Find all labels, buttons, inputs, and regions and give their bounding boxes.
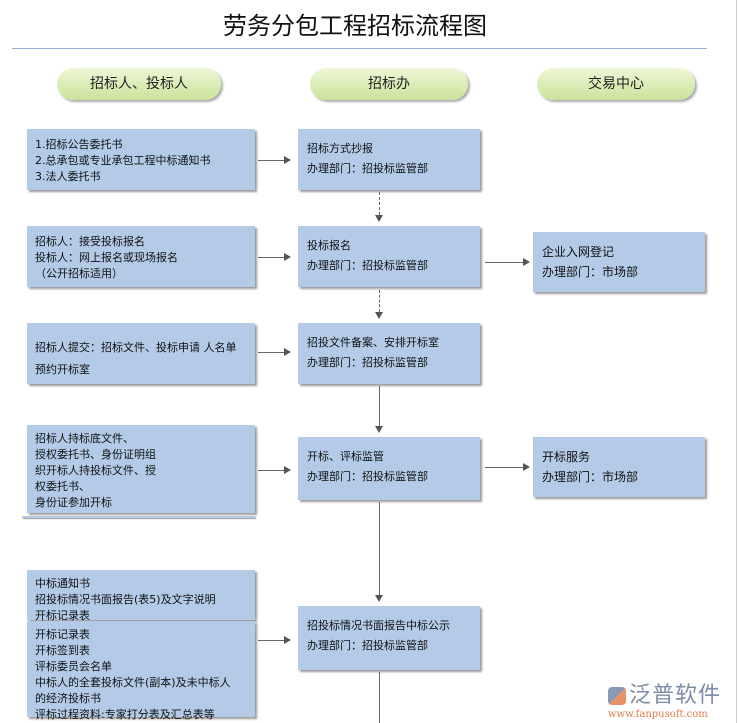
- left-step-line: 开标记录表: [35, 628, 90, 641]
- left-step-box: 招标人持标底文件、授权委托书、身份证明组织开标人持投标文件、授权委托书、身份证参…: [27, 425, 255, 513]
- arrow-right-icon: [284, 348, 291, 356]
- connector-line: [379, 192, 380, 215]
- step-department: 办理部门：招投标监管部: [307, 470, 428, 483]
- arrow-down-icon: [375, 312, 383, 319]
- arrow-right-icon: [284, 156, 291, 164]
- connector-line: [379, 502, 380, 595]
- page-title: 劳务分包工程招标流程图: [223, 12, 487, 40]
- step-department: 办理部门：招投标监管部: [307, 162, 428, 175]
- left-step-line: 的经济投标书: [35, 692, 101, 705]
- left-step-line: 授权委托书、身份证明组: [35, 448, 156, 461]
- left-step-box: 开标记录表开标签到表评标委员会名单中标人的全套投标文件(副本)及未中标人的经济投…: [27, 621, 255, 721]
- step-department: 办理部门：招投标监管部: [307, 259, 428, 272]
- bid-office-step-box: 投标报名办理部门：招投标监管部: [298, 226, 480, 287]
- left-step-line: 3.法人委托书: [35, 170, 101, 183]
- left-step-divider: [22, 516, 255, 518]
- connector-line: [258, 257, 284, 258]
- left-step-line: 2.总承包或专业承包工程中标通知书: [35, 154, 211, 167]
- arrow-down-icon: [375, 215, 383, 222]
- arrow-down-icon: [375, 426, 383, 433]
- connector-line: [258, 470, 284, 471]
- logo-name: 泛普软件: [629, 683, 722, 708]
- left-step-line: 身份证参加开标: [35, 496, 112, 509]
- connector-line: [485, 262, 523, 263]
- connector-line: [379, 672, 380, 723]
- step-name: 开标服务: [542, 450, 591, 464]
- trading-center-step-box: 开标服务办理部门：市场部: [533, 437, 705, 497]
- step-department: 办理部门：市场部: [542, 470, 639, 484]
- title-divider: [12, 48, 707, 49]
- left-step-line: 评标过程资料:专家打分表及汇总表等: [35, 708, 215, 721]
- connector-line: [485, 467, 523, 468]
- connector-line: [379, 290, 380, 312]
- left-step-line: 投标人：网上报名或现场报名: [35, 251, 178, 264]
- left-step-line: 开标签到表: [35, 644, 90, 657]
- connector-line: [258, 352, 284, 353]
- left-step-line: 招投标情况书面报告(表5)及文字说明: [35, 593, 216, 606]
- bid-office-step-box: 招投文件备案、安排开标室办理部门：招投标监管部: [298, 323, 480, 384]
- arrow-right-icon: [523, 258, 530, 266]
- left-step-line: 招标人提交：招标文件、投标申请 人名单: [35, 341, 237, 354]
- left-step-line: 权委托书、: [35, 480, 90, 493]
- step-department: 办理部门：招投标监管部: [307, 356, 428, 369]
- left-step-line: 招标人持标底文件、: [35, 432, 134, 445]
- step-name: 投标报名: [307, 239, 351, 252]
- left-step-line: 中标人的全套投标文件(副本)及未中标人: [35, 676, 231, 689]
- page-edge-line: [736, 0, 737, 723]
- left-step-box: 中标通知书招投标情况书面报告(表5)及文字说明开标记录表: [27, 570, 255, 622]
- left-step-line: 预约开标室: [35, 363, 90, 376]
- arrow-right-icon: [284, 636, 291, 644]
- step-name: 开标、评标监管: [307, 450, 384, 463]
- step-department: 办理部门：招投标监管部: [307, 639, 428, 652]
- bid-office-step-box: 招标方式抄报办理部门：招投标监管部: [298, 129, 480, 190]
- column-header-bidder: 招标人、投标人: [57, 68, 221, 100]
- step-name: 企业入网登记: [542, 245, 615, 259]
- bid-office-step-box: 开标、评标监管办理部门：招投标监管部: [298, 437, 480, 500]
- column-header-bid-office: 招标办: [310, 68, 468, 100]
- left-step-box: 招标人提交：招标文件、投标申请 人名单预约开标室: [27, 323, 255, 384]
- left-step-line: 织开标人持投标文件、授: [35, 464, 156, 477]
- step-department: 办理部门：市场部: [542, 265, 639, 279]
- left-step-line: 招标人：接受投标报名: [35, 235, 145, 248]
- left-step-line: 1.招标公告委托书: [35, 138, 123, 151]
- step-name: 招投文件备案、安排开标室: [307, 336, 439, 349]
- step-name: 招标方式抄报: [307, 142, 373, 155]
- logo-url: www.fanpusoft.com: [608, 709, 708, 720]
- fanpu-logo: 泛普软件 www.fanpusoft.com: [608, 677, 733, 720]
- left-step-line: 开标记录表: [35, 609, 90, 622]
- column-header-trading-center: 交易中心: [537, 68, 695, 100]
- bid-office-step-box: 招投标情况书面报告中标公示办理部门：招投标监管部: [298, 606, 480, 670]
- arrow-right-icon: [284, 253, 291, 261]
- left-step-line: 评标委员会名单: [35, 660, 112, 673]
- left-step-line: 中标通知书: [35, 577, 90, 590]
- arrow-right-icon: [284, 466, 291, 474]
- logo-mark-icon: [608, 687, 626, 705]
- step-name: 招投标情况书面报告中标公示: [307, 619, 450, 632]
- connector-line: [258, 160, 284, 161]
- left-step-line: （公开招标适用）: [35, 267, 123, 280]
- left-step-box: 1.招标公告委托书 2.总承包或专业承包工程中标通知书 3.法人委托书: [27, 129, 255, 190]
- connector-line: [379, 386, 380, 426]
- connector-line: [258, 640, 284, 641]
- arrow-right-icon: [523, 463, 530, 471]
- trading-center-step-box: 企业入网登记办理部门：市场部: [533, 232, 705, 292]
- left-step-box: 招标人：接受投标报名投标人：网上报名或现场报名 （公开招标适用）: [27, 226, 255, 287]
- arrow-down-icon: [375, 595, 383, 602]
